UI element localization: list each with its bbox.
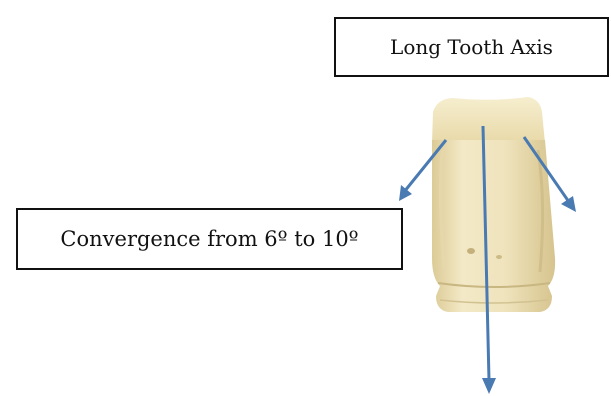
convergence-label-text: Convergence from 6º to 10º — [60, 227, 358, 251]
tooth-die — [432, 97, 555, 312]
tooth-occlusal-rim — [432, 97, 545, 143]
long-axis-label-text: Long Tooth Axis — [390, 35, 553, 59]
tooth-pit-left — [467, 248, 475, 254]
convergence-label: Convergence from 6º to 10º — [16, 208, 403, 270]
tooth-pit-right — [496, 255, 502, 259]
long-axis-label: Long Tooth Axis — [334, 17, 609, 77]
